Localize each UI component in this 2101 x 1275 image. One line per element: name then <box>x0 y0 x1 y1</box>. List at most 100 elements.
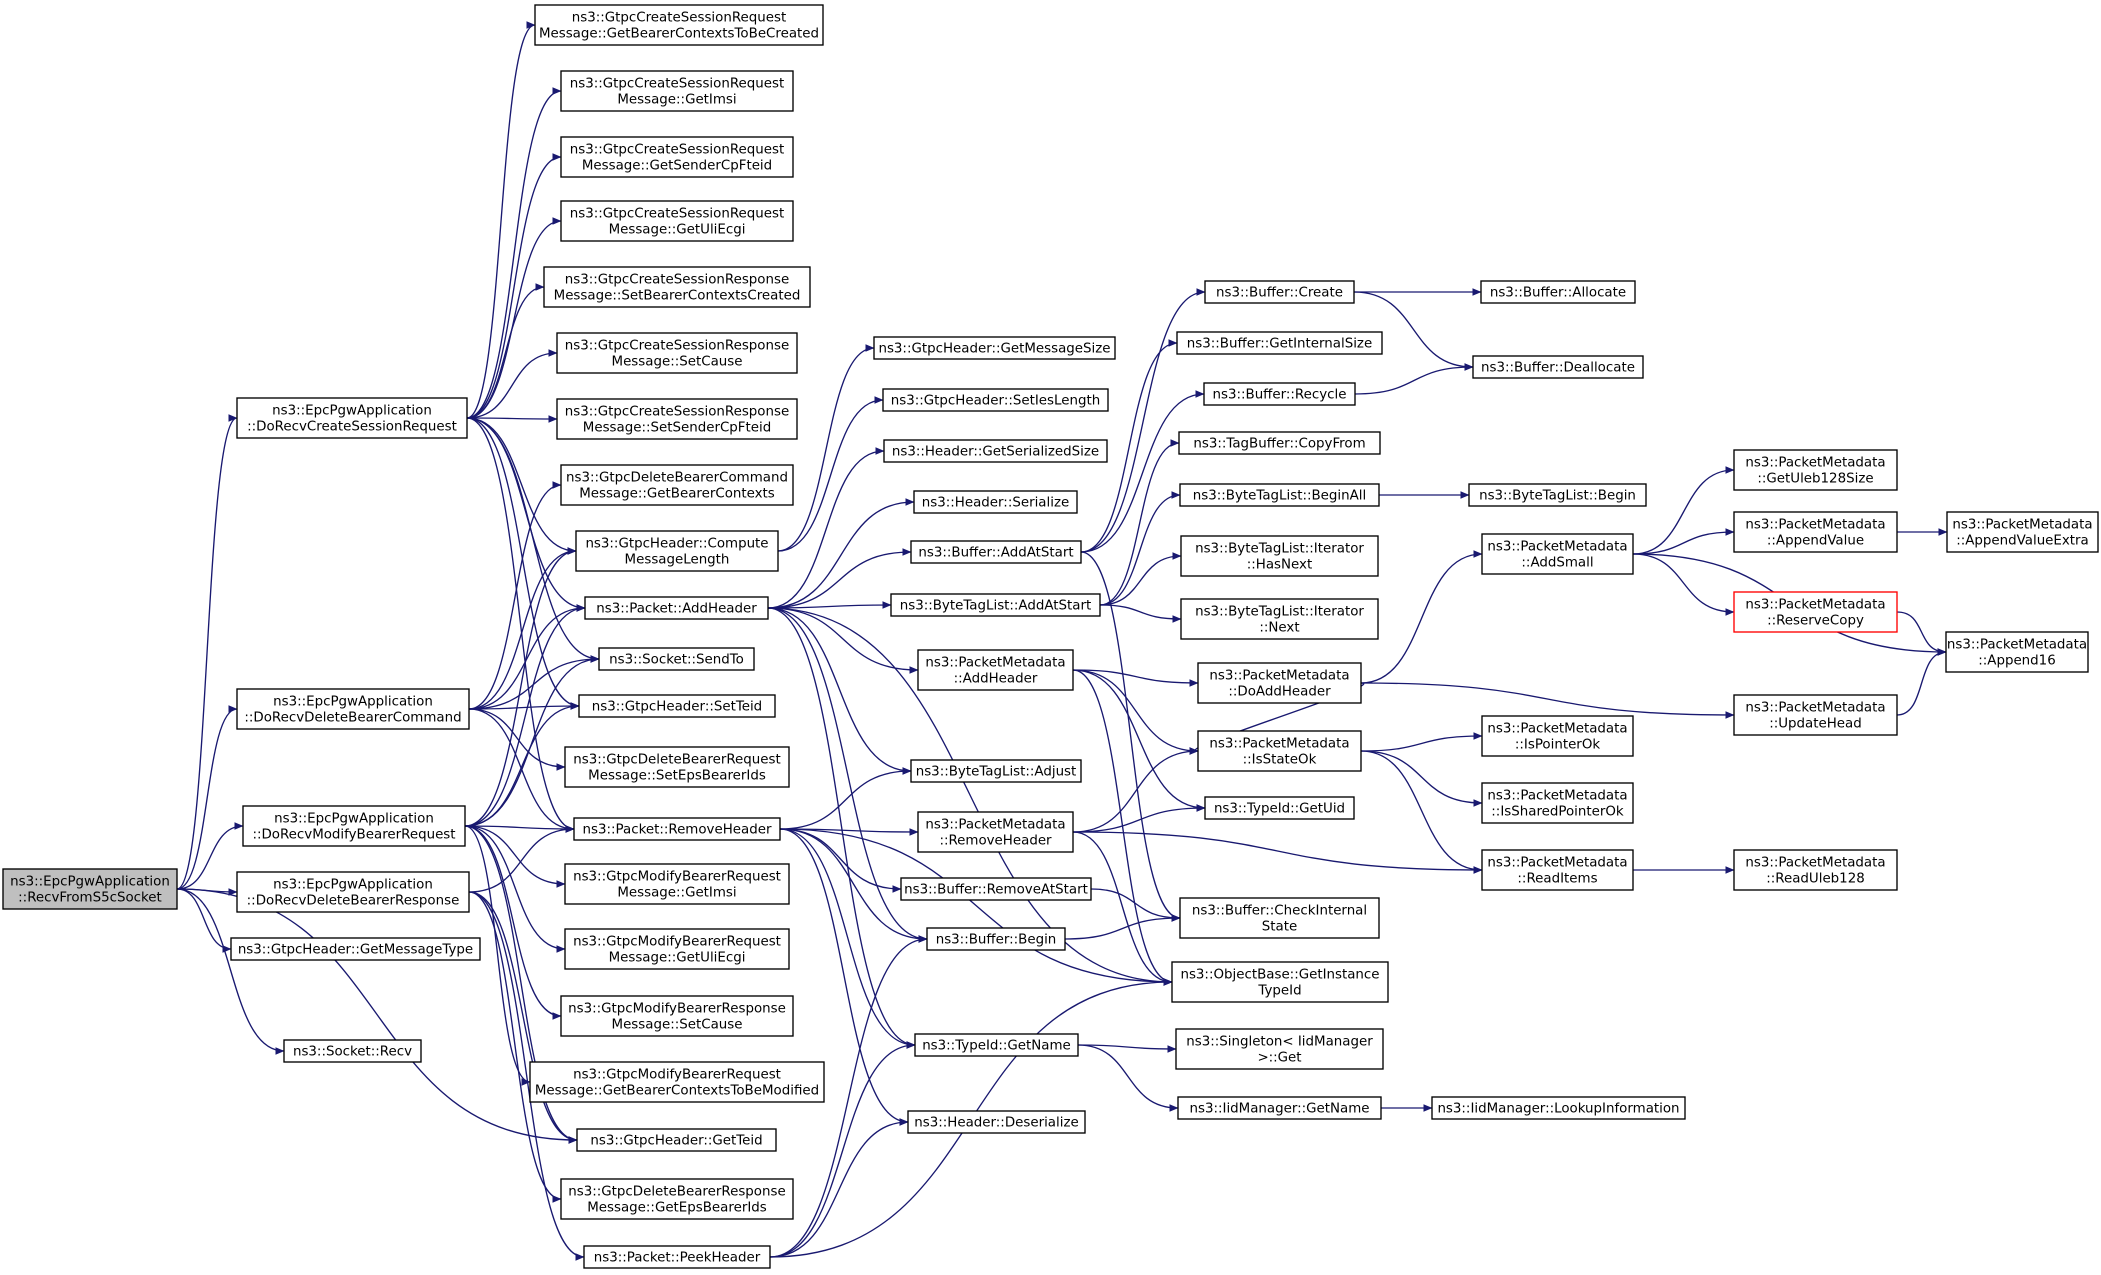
node-mbReqGetUliEcgi[interactable]: ns3::GtpcModifyBearerRequestMessage::Get… <box>564 928 790 970</box>
node-box <box>1481 715 1634 757</box>
node-recvFromS5c[interactable]: ns3::EpcPgwApplication::RecvFromS5cSocke… <box>2 868 178 910</box>
node-dbRespGetEpsIds[interactable]: ns3::GtpcDeleteBearerResponseMessage::Ge… <box>560 1178 794 1220</box>
node-iidGetName[interactable]: ns3::IidManager::GetName <box>1177 1096 1382 1120</box>
node-pmDoAddHeader[interactable]: ns3::PacketMetadata::DoAddHeader <box>1197 662 1362 704</box>
node-box <box>917 649 1074 691</box>
node-csReqGetUliEcgi[interactable]: ns3::GtpcCreateSessionRequestMessage::Ge… <box>560 200 794 242</box>
node-pmReserveCopy[interactable]: ns3::PacketMetadata::ReserveCopy <box>1733 591 1898 633</box>
node-pmIsStateOk[interactable]: ns3::PacketMetadata::IsStateOk <box>1197 730 1362 772</box>
node-box <box>283 1039 422 1063</box>
node-pmIsSharedPtrOk[interactable]: ns3::PacketMetadata::IsSharedPointerOk <box>1481 782 1634 824</box>
node-gtpcGetTeid[interactable]: ns3::GtpcHeader::GetTeid <box>576 1128 777 1152</box>
node-typeIdGetUid[interactable]: ns3::TypeId::GetUid <box>1204 796 1355 820</box>
node-mbReqGetBearerCtx[interactable]: ns3::GtpcModifyBearerRequestMessage::Get… <box>529 1061 825 1103</box>
node-label: ns3::ByteTagList::Iterator <box>1195 542 1364 557</box>
edge-recvFromS5c-to-gtpcGetMsgType <box>176 888 232 953</box>
node-bufAllocate[interactable]: ns3::Buffer::Allocate <box>1480 280 1636 304</box>
node-btlAddAtStart[interactable]: ns3::ByteTagList::AddAtStart <box>890 593 1101 617</box>
node-pmUpdateHead[interactable]: ns3::PacketMetadata::UpdateHead <box>1733 694 1898 736</box>
node-gtpcSetTeid[interactable]: ns3::GtpcHeader::SetTeid <box>578 694 776 718</box>
node-socketSendTo[interactable]: ns3::Socket::SendTo <box>598 647 755 671</box>
node-csReqGetBearerCtx[interactable]: ns3::GtpcCreateSessionRequestMessage::Ge… <box>534 4 824 46</box>
node-bufRemoveAtStart[interactable]: ns3::Buffer::RemoveAtStart <box>900 877 1092 901</box>
node-pktRemoveHeader[interactable]: ns3::Packet::RemoveHeader <box>573 817 781 841</box>
node-socketRecv[interactable]: ns3::Socket::Recv <box>283 1039 422 1063</box>
node-mbReqGetImsi[interactable]: ns3::GtpcModifyBearerRequestMessage::Get… <box>564 863 790 905</box>
node-csRespSetBearerCtx[interactable]: ns3::GtpcCreateSessionResponseMessage::S… <box>543 266 811 308</box>
node-pktAddHeader[interactable]: ns3::Packet::AddHeader <box>584 596 769 620</box>
node-pmReadItems[interactable]: ns3::PacketMetadata::ReadItems <box>1481 849 1634 891</box>
node-label: ::HasNext <box>1247 558 1312 573</box>
node-label: ns3::PacketMetadata <box>1745 598 1885 613</box>
node-doDelBearerResp[interactable]: ns3::EpcPgwApplication::DoRecvDeleteBear… <box>236 871 470 913</box>
node-doDelBearerCmd[interactable]: ns3::EpcPgwApplication::DoRecvDeleteBear… <box>236 688 470 730</box>
node-tagBufCopyFrom[interactable]: ns3::TagBuffer::CopyFrom <box>1178 431 1381 455</box>
node-hdrGetSerSize[interactable]: ns3::Header::GetSerializedSize <box>883 439 1108 463</box>
edge-bufCreate-to-bufDeallocate <box>1353 291 1474 371</box>
node-label: ns3::GtpcDeleteBearerResponse <box>568 1185 785 1200</box>
node-csReqGetSenderCpFteid[interactable]: ns3::GtpcCreateSessionRequestMessage::Ge… <box>560 136 794 178</box>
node-pmAddSmall[interactable]: ns3::PacketMetadata::AddSmall <box>1481 533 1634 575</box>
node-label: ns3::GtpcCreateSessionResponse <box>565 405 789 420</box>
node-iidLookupInfo[interactable]: ns3::IidManager::LookupInformation <box>1431 1096 1686 1120</box>
node-box <box>1204 280 1355 304</box>
node-pktPeekHeader[interactable]: ns3::Packet::PeekHeader <box>583 1245 771 1269</box>
node-dbCmdGetBearerCtx[interactable]: ns3::GtpcDeleteBearerCommandMessage::Get… <box>560 464 794 506</box>
node-doModBearerReq[interactable]: ns3::EpcPgwApplication::DoRecvModifyBear… <box>242 805 466 847</box>
node-hdrSerialize[interactable]: ns3::Header::Serialize <box>913 490 1078 514</box>
node-btlBeginAll[interactable]: ns3::ByteTagList::BeginAll <box>1179 483 1380 507</box>
node-csRespSetSenderCpFteid[interactable]: ns3::GtpcCreateSessionResponseMessage::S… <box>556 398 798 440</box>
node-pmAddHeader[interactable]: ns3::PacketMetadata::AddHeader <box>917 649 1074 691</box>
node-label: ns3::ByteTagList::BeginAll <box>1193 489 1366 504</box>
node-box <box>873 336 1116 360</box>
node-gtpcGetMsgSize[interactable]: ns3::GtpcHeader::GetMessageSize <box>873 336 1116 360</box>
node-mbRespSetCause[interactable]: ns3::GtpcModifyBearerResponseMessage::Se… <box>560 995 794 1037</box>
node-pmGetUleb128Size[interactable]: ns3::PacketMetadata::GetUleb128Size <box>1733 449 1898 491</box>
node-label: ns3::Header::GetSerializedSize <box>892 445 1099 460</box>
node-btlIterHasNext[interactable]: ns3::ByteTagList::Iterator::HasNext <box>1180 535 1379 577</box>
node-btlAdjust[interactable]: ns3::ByteTagList::Adjust <box>910 759 1082 783</box>
node-label: Message::GetUliEcgi <box>609 951 746 966</box>
node-dbReqSetEpsIds[interactable]: ns3::GtpcDeleteBearerRequestMessage::Set… <box>564 746 790 788</box>
node-pmReadUleb128[interactable]: ns3::PacketMetadata::ReadUleb128 <box>1733 849 1898 891</box>
node-label: ns3::PacketMetadata <box>925 818 1065 833</box>
node-btlIterNext[interactable]: ns3::ByteTagList::Iterator::Next <box>1180 598 1379 640</box>
node-box <box>556 332 798 374</box>
node-label: ns3::Buffer::Create <box>1216 286 1343 301</box>
node-csReqGetImsi[interactable]: ns3::GtpcCreateSessionRequestMessage::Ge… <box>560 70 794 112</box>
node-bufBegin[interactable]: ns3::Buffer::Begin <box>926 927 1066 951</box>
node-typeIdGetName[interactable]: ns3::TypeId::GetName <box>914 1033 1079 1057</box>
node-label: ns3::GtpcHeader::SetIesLength <box>891 394 1100 409</box>
node-singletonGet[interactable]: ns3::Singleton< IidManager>::Get <box>1175 1028 1384 1070</box>
node-box <box>534 4 824 46</box>
node-bufAddAtStart[interactable]: ns3::Buffer::AddAtStart <box>910 540 1082 564</box>
node-bufDeallocate[interactable]: ns3::Buffer::Deallocate <box>1472 355 1644 379</box>
node-bufGetInternalSize[interactable]: ns3::Buffer::GetInternalSize <box>1176 331 1383 355</box>
node-pmRemoveHeader[interactable]: ns3::PacketMetadata::RemoveHeader <box>917 811 1074 853</box>
node-label: ns3::GtpcDeleteBearerCommand <box>566 471 788 486</box>
node-box <box>1171 961 1389 1003</box>
node-pmAppendValue[interactable]: ns3::PacketMetadata::AppendValue <box>1733 511 1898 553</box>
node-label: ::DoRecvCreateSessionRequest <box>247 420 457 435</box>
node-pmAppendValueExtra[interactable]: ns3::PacketMetadata::AppendValueExtra <box>1946 511 2099 553</box>
edge-doDelBearerResp-to-dbRespGetEpsIds <box>468 891 562 1203</box>
node-gtpcGetMsgType[interactable]: ns3::GtpcHeader::GetMessageType <box>230 937 481 961</box>
node-pmIsPointerOk[interactable]: ns3::PacketMetadata::IsPointerOk <box>1481 715 1634 757</box>
node-hdrDeserialize[interactable]: ns3::Header::Deserialize <box>907 1110 1086 1134</box>
edge-pmAddHeader-to-pmDoAddHeader <box>1072 669 1199 687</box>
node-box <box>560 464 794 506</box>
node-doCreateSess[interactable]: ns3::EpcPgwApplication::DoRecvCreateSess… <box>236 397 468 439</box>
node-bufCreate[interactable]: ns3::Buffer::Create <box>1204 280 1355 304</box>
edge-bufRemoveAtStart-to-bufCheckInternal <box>1090 888 1181 922</box>
function-nodes: ns3::EpcPgwApplication::RecvFromS5cSocke… <box>2 4 2099 1269</box>
node-csRespSetCause[interactable]: ns3::GtpcCreateSessionResponseMessage::S… <box>556 332 798 374</box>
node-label: ns3::GtpcHeader::Compute <box>585 537 768 552</box>
node-gtpcSetIesLen[interactable]: ns3::GtpcHeader::SetIesLength <box>882 388 1109 412</box>
node-pmAppend16[interactable]: ns3::PacketMetadata::Append16 <box>1945 631 2089 673</box>
node-bufRecycle[interactable]: ns3::Buffer::Recycle <box>1203 382 1356 406</box>
node-btlBegin[interactable]: ns3::ByteTagList::Begin <box>1468 483 1647 507</box>
